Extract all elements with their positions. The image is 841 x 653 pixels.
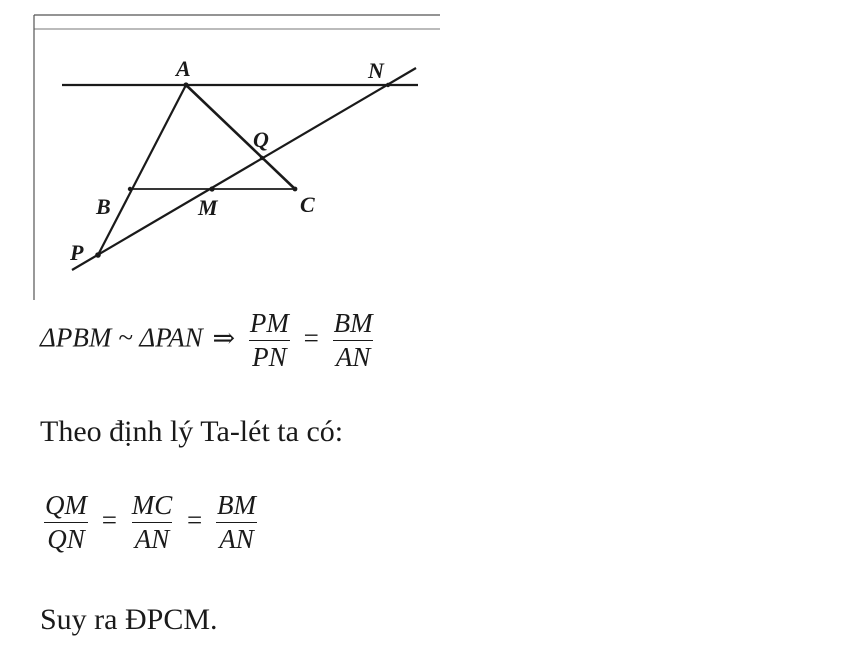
thales-theorem-text: Theo định lý Ta-lét ta có: <box>40 415 344 448</box>
label-q: Q <box>253 127 269 152</box>
point-n <box>385 82 391 88</box>
point-q <box>259 155 265 161</box>
fraction-denominator: AN <box>216 522 257 555</box>
equals-symbol: = <box>186 504 203 535</box>
point-p <box>95 252 101 258</box>
fraction-bm-an: BM AN <box>214 490 259 555</box>
fraction-qm-qn: QM QN <box>42 490 90 555</box>
point-a <box>183 82 189 88</box>
fraction-denominator: AN <box>332 340 374 373</box>
equals-symbol: = <box>303 322 319 353</box>
ratio-equation: QM QN = MC AN = BM AN <box>40 490 261 555</box>
fraction-numerator: QM <box>45 490 87 520</box>
fraction-numerator: MC <box>131 490 173 520</box>
conclusion-text: Suy ra ĐPCM. <box>40 603 218 636</box>
segment-ac <box>185 84 296 190</box>
geometry-diagram: A N Q B M C P <box>33 14 440 300</box>
segment-ap <box>97 84 187 256</box>
label-n: N <box>367 58 385 83</box>
fraction-bm-an: BM AN <box>331 308 376 373</box>
label-b: B <box>95 194 111 219</box>
fraction-numerator: BM <box>216 490 256 520</box>
label-p: P <box>69 240 84 265</box>
line-pn <box>71 67 417 271</box>
fraction-pm-pn: PM PN <box>247 308 292 373</box>
fraction-numerator: BM <box>333 308 373 338</box>
label-c: C <box>300 192 315 217</box>
similarity-statement: ΔPBM ~ ΔPAN <box>40 322 203 353</box>
implies-symbol: ⇒ <box>212 322 236 353</box>
label-m: M <box>197 195 219 220</box>
fraction-mc-an: MC AN <box>129 490 176 555</box>
geometry-figure: A N Q B M C P <box>30 12 442 302</box>
fraction-numerator: PM <box>249 308 289 338</box>
equals-symbol: = <box>101 504 117 535</box>
point-m <box>209 186 215 192</box>
point-b <box>127 186 133 192</box>
fraction-denominator: PN <box>249 340 290 373</box>
point-c <box>292 186 298 192</box>
label-a: A <box>174 56 191 81</box>
fraction-denominator: AN <box>131 522 173 555</box>
fraction-denominator: QN <box>44 522 88 555</box>
similarity-equation: ΔPBM ~ ΔPAN ⇒ PM PN = BM AN <box>40 308 378 373</box>
